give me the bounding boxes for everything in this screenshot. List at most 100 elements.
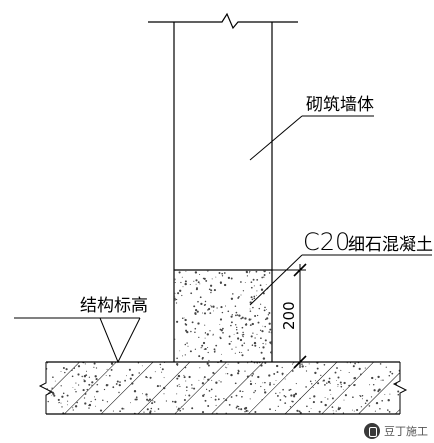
concrete-speckle (231, 314, 233, 316)
concrete-speckle (233, 333, 235, 335)
concrete-speckle (254, 337, 256, 339)
wall-label: 砌筑墙体 (306, 95, 374, 115)
concrete-speckle (161, 371, 163, 373)
concrete-speckle (256, 333, 258, 335)
concrete-speckle (281, 366, 283, 369)
concrete-speckle (174, 297, 176, 300)
concrete-speckle (190, 292, 193, 295)
structure-level-mark (14, 317, 141, 364)
concrete-speckle (269, 383, 271, 386)
concrete-speckle (269, 341, 272, 344)
concrete-speckle (276, 365, 279, 367)
concrete-speckle (268, 312, 271, 314)
concrete-speckle (67, 400, 69, 402)
concrete-speckle (94, 405, 96, 407)
concrete-speckle (156, 385, 159, 388)
concrete-speckle (255, 270, 258, 273)
concrete-speckle (223, 272, 226, 274)
concrete-speckle (57, 398, 60, 401)
concrete-speckle (221, 275, 224, 277)
concrete-speckle (275, 379, 277, 381)
concrete-speckle (340, 386, 343, 388)
concrete-speckle (165, 400, 168, 402)
concrete-speckle (118, 384, 121, 387)
concrete-speckle (312, 401, 315, 404)
concrete-speckle (191, 321, 194, 324)
concrete-speckle (268, 331, 270, 333)
concrete-speckle (236, 372, 240, 375)
concrete-speckle (83, 397, 86, 399)
concrete-speckle (359, 395, 362, 398)
concrete-speckle (185, 386, 188, 388)
concrete-speckle (52, 376, 54, 378)
concrete-speckle (275, 392, 277, 395)
concrete-speckle (62, 392, 65, 395)
concrete-speckle (261, 399, 263, 401)
concrete-speckle (236, 405, 239, 408)
concrete-speckle (152, 400, 154, 402)
concrete-speckle (377, 390, 380, 393)
concrete-speckle (298, 410, 301, 413)
concrete-speckle (90, 400, 92, 403)
concrete-speckle (195, 313, 197, 316)
concrete-speckle (209, 284, 213, 287)
concrete-speckle (240, 317, 242, 320)
concrete-speckle (223, 397, 225, 400)
concrete-speckle (249, 398, 251, 400)
concrete-speckle (183, 374, 185, 376)
concrete-speckle (247, 349, 249, 351)
concrete-speckle (359, 373, 362, 376)
concrete-speckle (110, 368, 113, 371)
concrete-speckle (324, 396, 326, 398)
concrete-speckle (301, 365, 304, 368)
concrete-speckle (194, 348, 197, 350)
concrete-speckle (324, 384, 326, 386)
concrete-speckle (380, 379, 382, 381)
wall-leader (249, 115, 374, 161)
concrete-speckle (257, 375, 260, 379)
concrete-speckle (236, 332, 239, 335)
concrete-speckle (269, 328, 272, 331)
concrete-speckle (188, 375, 191, 379)
concrete-speckle (243, 342, 246, 344)
concrete-speckle (329, 382, 331, 384)
concrete-speckle (201, 411, 205, 414)
concrete-speckle (241, 326, 244, 329)
concrete-speckle (208, 307, 211, 311)
concrete-speckle (293, 362, 295, 364)
concrete-speckle (163, 393, 165, 395)
concrete-speckle (264, 306, 266, 309)
concrete-speckle (223, 283, 227, 287)
concrete-speckle (312, 386, 314, 388)
concrete-speckle (241, 354, 244, 357)
concrete-speckle (295, 383, 297, 385)
concrete-speckle (204, 399, 207, 402)
concrete-speckle (332, 410, 334, 412)
concrete-speckle (291, 370, 294, 372)
concrete-speckle (238, 351, 241, 354)
concrete-speckle (254, 315, 257, 317)
concrete-speckle (95, 390, 98, 393)
concrete-speckle (253, 285, 255, 287)
concrete-speckle (212, 335, 214, 337)
concrete-speckle (293, 394, 296, 397)
concrete-speckle (191, 387, 193, 389)
concrete-speckle (331, 406, 334, 408)
concrete-speckle (109, 374, 111, 377)
concrete-speckle (353, 410, 355, 412)
concrete-speckle (320, 374, 322, 377)
concrete-speckle (397, 390, 400, 393)
concrete-speckle (230, 324, 232, 327)
concrete-speckle (309, 397, 311, 400)
concrete-speckle (382, 379, 384, 381)
concrete-speckle (53, 394, 56, 397)
concrete-speckle (249, 324, 252, 326)
concrete-speckle (235, 314, 237, 317)
concrete-speckle (234, 305, 237, 307)
concrete-speckle (146, 398, 149, 401)
concrete-speckle (143, 411, 145, 413)
concrete-speckle (236, 337, 240, 340)
concrete-speckle (343, 399, 345, 401)
concrete-speckle (310, 408, 312, 409)
concrete-speckle (61, 395, 64, 398)
